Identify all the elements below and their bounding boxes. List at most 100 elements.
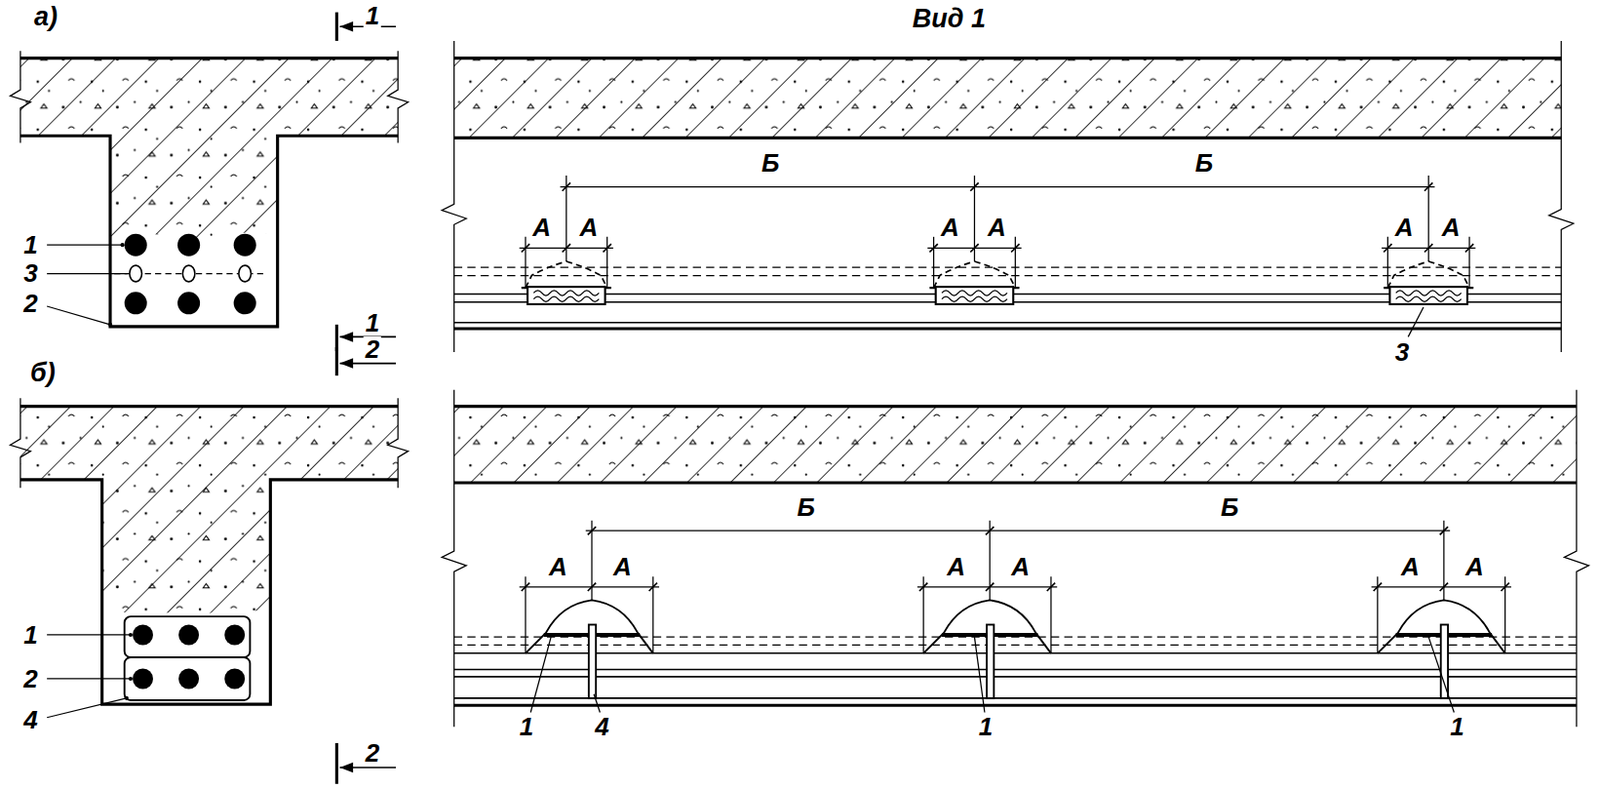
drawing-stroke xyxy=(340,21,354,32)
section-mark: 2 xyxy=(363,740,382,766)
callout-number: 1 xyxy=(517,713,536,740)
dimension-label: А xyxy=(1440,214,1463,240)
drawing-stroke xyxy=(224,668,245,690)
section-mark: 1 xyxy=(363,2,382,29)
drawing-stroke xyxy=(441,40,467,352)
drawing-stroke xyxy=(454,58,1562,139)
drawing-stroke xyxy=(927,175,1021,305)
drawing-stroke xyxy=(20,58,398,327)
dimension-label: А xyxy=(1463,553,1486,580)
drawing-stroke xyxy=(340,762,354,773)
drawing-stroke xyxy=(1407,307,1424,337)
drawing-stroke xyxy=(340,331,354,342)
dimension-label: А xyxy=(1399,553,1422,580)
drawing-stroke xyxy=(335,12,339,41)
section-a xyxy=(9,12,408,352)
drawing-stroke xyxy=(917,520,1057,699)
dimension-label: А xyxy=(577,214,600,240)
drawing-stroke xyxy=(340,357,354,368)
drawing-stroke xyxy=(388,50,409,143)
drawing-stroke xyxy=(124,616,251,658)
view-letter: б) xyxy=(28,358,58,386)
drawing-stroke xyxy=(46,698,127,718)
drawing-stroke xyxy=(1428,636,1454,712)
section-b xyxy=(9,347,408,784)
drawing-stroke xyxy=(454,697,1577,700)
dimension-label: А xyxy=(546,553,570,580)
drawing-stroke xyxy=(454,669,1577,677)
dimension-label: А xyxy=(1009,553,1032,580)
drawing-stroke xyxy=(560,186,1436,188)
drawing-stroke xyxy=(1549,40,1574,352)
drawing-stroke xyxy=(20,58,398,239)
drawing-stroke xyxy=(224,624,245,646)
drawing-stroke xyxy=(519,175,614,305)
drawing-stroke xyxy=(46,273,128,274)
dimension-label: А xyxy=(985,214,1009,240)
drawing-stroke xyxy=(519,520,660,699)
section-mark: 1 xyxy=(363,310,382,336)
callout-number: 2 xyxy=(21,290,40,316)
drawing-stroke xyxy=(177,234,200,257)
drawing-stroke xyxy=(128,632,133,637)
drawing-stroke xyxy=(9,397,31,488)
drawing-stroke xyxy=(234,291,257,314)
drawing-stroke xyxy=(454,406,1577,483)
view-letter: а) xyxy=(32,2,60,30)
callout-number: 4 xyxy=(592,713,611,740)
view-bottom xyxy=(441,390,1589,727)
drawing-stroke xyxy=(132,668,154,690)
dimension-label: Б xyxy=(1218,494,1241,520)
drawing-stroke xyxy=(454,652,1577,655)
view-top xyxy=(441,40,1574,352)
drawing-stroke xyxy=(388,397,409,488)
callout-number: 3 xyxy=(21,260,40,286)
drawing-stroke xyxy=(124,234,148,257)
drawing-stroke xyxy=(46,633,131,635)
callout-number: 1 xyxy=(21,232,40,258)
section-mark: 2 xyxy=(363,336,382,362)
drawing-stroke xyxy=(20,406,398,618)
callout-number: 4 xyxy=(21,706,40,733)
dimension-label: А xyxy=(1393,214,1416,240)
drawing-stroke xyxy=(335,347,339,376)
callout-number: 1 xyxy=(21,622,40,648)
drawing-stroke xyxy=(124,696,129,701)
dimension-label: Б xyxy=(759,150,781,176)
drawing-stroke xyxy=(182,265,196,282)
drawing-stroke xyxy=(108,322,113,327)
drawing-stroke xyxy=(124,657,251,701)
drawing-stroke xyxy=(454,326,1562,330)
drawing-stroke xyxy=(238,265,252,282)
dimension-label: А xyxy=(530,214,553,240)
drawing-stroke xyxy=(454,58,1562,139)
drawing-stroke xyxy=(119,242,124,247)
drawing-stroke xyxy=(530,636,551,712)
view-title: Вид 1 xyxy=(910,4,988,32)
drawing-stroke xyxy=(129,265,143,282)
drawing-stroke xyxy=(46,677,131,679)
drawing-stroke xyxy=(9,50,31,143)
drawing-stroke xyxy=(128,676,133,681)
drawing-stroke xyxy=(178,668,199,690)
drawing-stroke xyxy=(46,306,111,325)
drawing-stroke xyxy=(454,636,1577,645)
drawing-stroke xyxy=(46,244,122,246)
callout-number: 2 xyxy=(21,665,40,692)
drawing-stroke xyxy=(1371,520,1512,699)
drawing-stroke xyxy=(177,291,200,314)
drawing-stroke xyxy=(454,703,1577,707)
dimension-label: А xyxy=(938,214,962,240)
drawing-stroke xyxy=(585,530,1450,532)
drawing-stroke xyxy=(454,406,1577,483)
callout-number: 1 xyxy=(976,713,995,740)
drawing-stroke xyxy=(124,291,148,314)
drawing-stroke xyxy=(20,406,398,618)
drawing-stroke xyxy=(178,624,199,646)
drawing-stroke xyxy=(454,58,1562,139)
callout-number: 3 xyxy=(1393,339,1411,365)
dimension-label: А xyxy=(611,553,634,580)
drawing-stroke xyxy=(234,234,257,257)
